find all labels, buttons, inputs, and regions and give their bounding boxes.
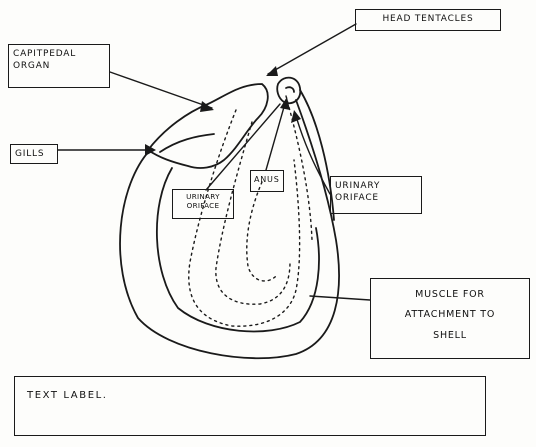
label-anal-line1: URINARY	[175, 192, 231, 201]
label-anal-line2: ORIFACE	[175, 201, 231, 210]
label-gills: GILLS	[10, 144, 58, 164]
label-muscle-line1: MUSCLE FOR	[375, 285, 525, 305]
label-muscle-line3: SHELL	[375, 326, 525, 346]
label-capitpedal-line2: ORGAN	[13, 60, 105, 72]
label-anal-oriface: URINARY ORIFACE	[172, 189, 234, 219]
label-anus: ANUS	[250, 170, 284, 192]
label-muscle-line2: ATTACHMENT TO	[375, 305, 525, 325]
label-head-tentacles-text: HEAD TENTACLES	[360, 13, 496, 25]
label-urinary-line2: ORIFACE	[335, 192, 417, 204]
leader-capitpedal	[110, 72, 212, 108]
label-urinary-line1: URINARY	[335, 180, 417, 192]
leader-anus	[266, 100, 286, 170]
capitpedal-organ	[148, 84, 268, 168]
text-label-box[interactable]: TEXT LABEL.	[14, 376, 486, 436]
label-capitpedal-organ: CAPITPEDAL ORGAN	[8, 44, 110, 88]
head-tentacle-tip	[277, 78, 300, 104]
leader-muscle	[310, 296, 370, 300]
text-label-content: TEXT LABEL.	[27, 389, 473, 403]
label-muscle: MUSCLE FOR ATTACHMENT TO SHELL	[370, 278, 530, 359]
label-gills-text: GILLS	[15, 148, 53, 160]
label-capitpedal-line1: CAPITPEDAL	[13, 48, 105, 60]
internal-dotted-3	[247, 182, 278, 281]
label-anus-text: ANUS	[254, 175, 280, 186]
label-urinary-oriface: URINARY ORIFACE	[330, 176, 422, 214]
label-head-tentacles: HEAD TENTACLES	[355, 9, 501, 31]
leader-head-tentacles	[268, 24, 356, 74]
body-outline	[120, 100, 339, 358]
